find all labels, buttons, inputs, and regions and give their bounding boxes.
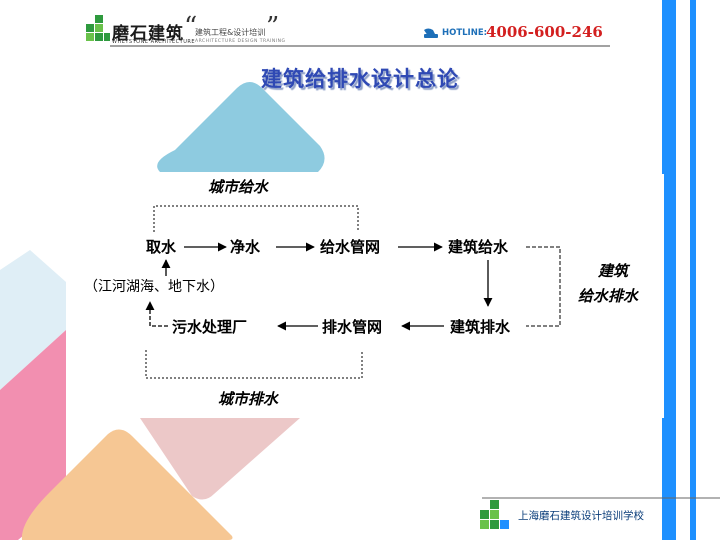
diamond-orange [21,429,233,540]
node-sewage-plant: 污水处理厂 [172,318,248,336]
footer-logo-icon [480,500,509,529]
slogan-subtitle: ARCHITECTURE DESIGN TRAINING [195,39,286,44]
label-building-system-1: 建筑 [598,262,629,280]
right-bar-thin [690,0,696,540]
page-title: 建筑给排水设计总论 [261,67,459,91]
label-city-supply: 城市给水 [208,178,269,196]
phone-icon [424,28,438,38]
slogan-quote-open: “ [184,12,198,42]
label-city-drainage: 城市排水 [218,390,279,408]
right-bar-wide [662,0,676,540]
node-drainage-network: 排水管网 [322,318,383,336]
hotline-number: 4006-600-246 [486,23,603,41]
diamond-blue [157,82,325,172]
slogan-quote-close: ” [266,12,280,42]
diagram-panel [70,174,664,418]
diamond-pink-light [140,418,300,500]
logo-subtitle: WHETSTONE ARCHITECTURE [112,39,195,45]
node-water-source: （江河湖海、地下水） [84,279,224,295]
node-purify: 净水 [230,238,261,256]
diamond-lightblue-left [0,250,66,390]
diamond-pink [0,330,66,540]
node-supply-network: 给水管网 [320,238,381,256]
node-building-supply: 建筑给水 [448,238,509,256]
node-intake: 取水 [146,238,177,256]
slogan-text: 建筑工程&设计培训 [195,28,266,37]
logo-text: 磨石建筑 [112,24,184,44]
footer-school-name: 上海磨石建筑设计培训学校 [518,510,644,522]
logo-cube-icon [86,15,110,41]
node-building-drainage: 建筑排水 [450,318,511,336]
label-building-system-2: 给水排水 [578,287,639,305]
hotline-label: HOTLINE: [442,28,488,38]
